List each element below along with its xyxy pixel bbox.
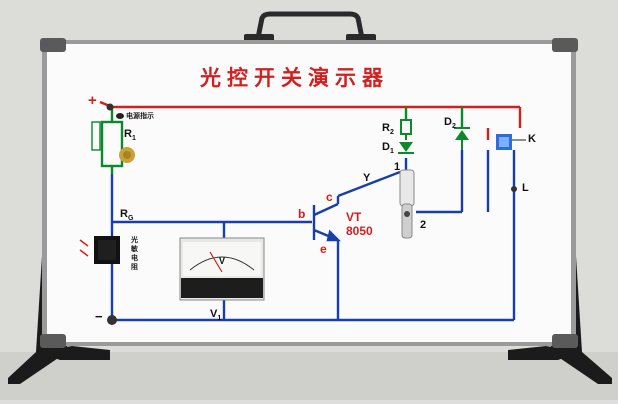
label-r2: R2 — [382, 122, 394, 137]
photoresistor-label: 光 敏 电 阻 — [131, 237, 138, 271]
positive-terminal[interactable] — [106, 103, 114, 111]
power-indicator-led — [116, 113, 124, 119]
label-2: 2 — [420, 219, 427, 231]
label-vt: VT — [346, 210, 362, 224]
power-indicator-label: 电源指示 — [126, 113, 154, 120]
label-1: 1 — [394, 161, 401, 173]
terminal-l[interactable] — [511, 186, 517, 192]
transistor-symbol — [312, 202, 341, 242]
label-b: b — [298, 207, 306, 221]
corner-cap — [552, 334, 578, 348]
label-r1: R1 — [124, 128, 136, 143]
label-vt-model: 8050 — [346, 224, 373, 238]
light-bulb-socket — [399, 169, 415, 239]
label-e: e — [320, 242, 327, 256]
corner-cap — [40, 334, 66, 348]
meter-unit: V — [219, 256, 226, 266]
label-rg: RG — [120, 208, 134, 223]
relay — [496, 134, 526, 150]
corner-cap — [40, 38, 66, 52]
corner-cap — [552, 38, 578, 52]
label-y: Y — [363, 172, 371, 184]
diode-d2 — [454, 127, 470, 150]
label-d1: D1 — [382, 141, 394, 156]
resistor-r1 — [100, 120, 124, 168]
photoresistor — [79, 236, 120, 264]
label-d2: D2 — [444, 116, 456, 131]
label-v1: V1 — [210, 308, 222, 323]
plus-sign: + — [88, 92, 97, 109]
label-k: K — [528, 133, 536, 145]
potentiometer-knob[interactable] — [119, 147, 135, 163]
voltmeter — [179, 237, 265, 301]
minus-sign: − — [95, 309, 103, 324]
diode-d1 — [398, 142, 414, 154]
board-title: 光控开关演示器 — [200, 66, 389, 90]
label-l: L — [522, 182, 529, 194]
label-c: c — [326, 190, 333, 204]
negative-terminal[interactable] — [107, 315, 117, 325]
board-surface — [47, 44, 571, 342]
power-rail-wire — [99, 100, 522, 140]
